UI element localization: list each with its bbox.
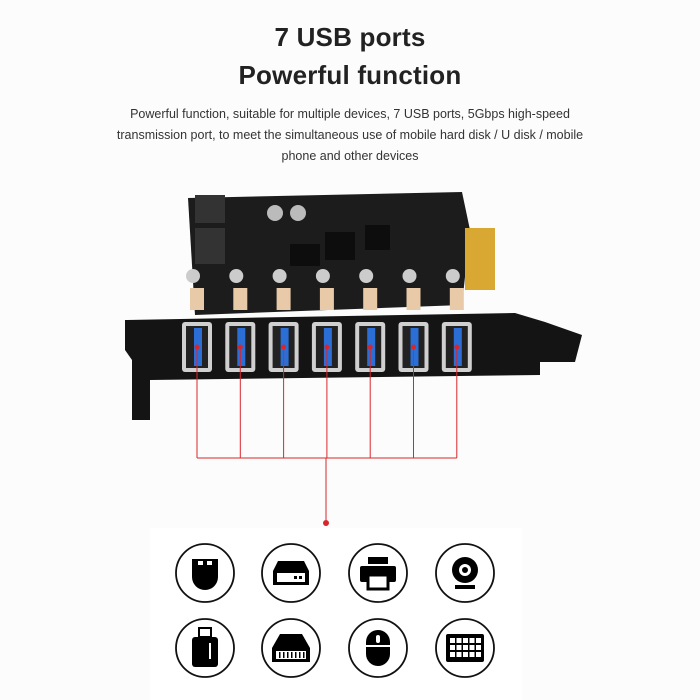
inductor	[276, 288, 291, 310]
capacitor	[402, 269, 417, 283]
capacitor	[315, 269, 330, 283]
keyboard-icon	[435, 618, 495, 678]
port-dot	[324, 344, 330, 350]
inductor	[406, 288, 421, 310]
port-dot	[281, 344, 287, 350]
usb-plug-icon	[175, 543, 235, 603]
port-dot	[237, 344, 243, 350]
capacitor	[359, 269, 374, 283]
inductor	[449, 288, 464, 310]
inductor	[190, 288, 204, 310]
junction-dot	[323, 520, 329, 526]
port-dot	[411, 344, 416, 350]
network-device-icon	[261, 618, 321, 678]
capacitor	[229, 269, 244, 283]
title-line-1: 7 USB ports	[0, 22, 700, 53]
pcie-card	[125, 192, 582, 420]
title-rest: ports	[352, 22, 426, 52]
capacitor	[445, 269, 460, 283]
printer-icon	[348, 543, 408, 603]
port-dot	[367, 344, 373, 350]
description: Powerful function, suitable for multiple…	[116, 107, 584, 163]
hard-drive-icon	[261, 543, 321, 603]
inductor	[363, 288, 378, 310]
usb-flash-drive-icon	[175, 618, 235, 678]
mouse-icon	[348, 618, 408, 678]
webcam-icon	[435, 543, 495, 603]
title-line-2: Powerful function	[238, 60, 462, 90]
inductor	[233, 288, 248, 310]
capacitor	[186, 269, 200, 283]
title-highlight: 7 USB	[274, 22, 353, 52]
capacitor	[272, 269, 287, 283]
inductor	[319, 288, 334, 310]
connection-lines	[194, 344, 460, 526]
port-dot	[194, 344, 200, 350]
port-dot	[454, 344, 460, 350]
